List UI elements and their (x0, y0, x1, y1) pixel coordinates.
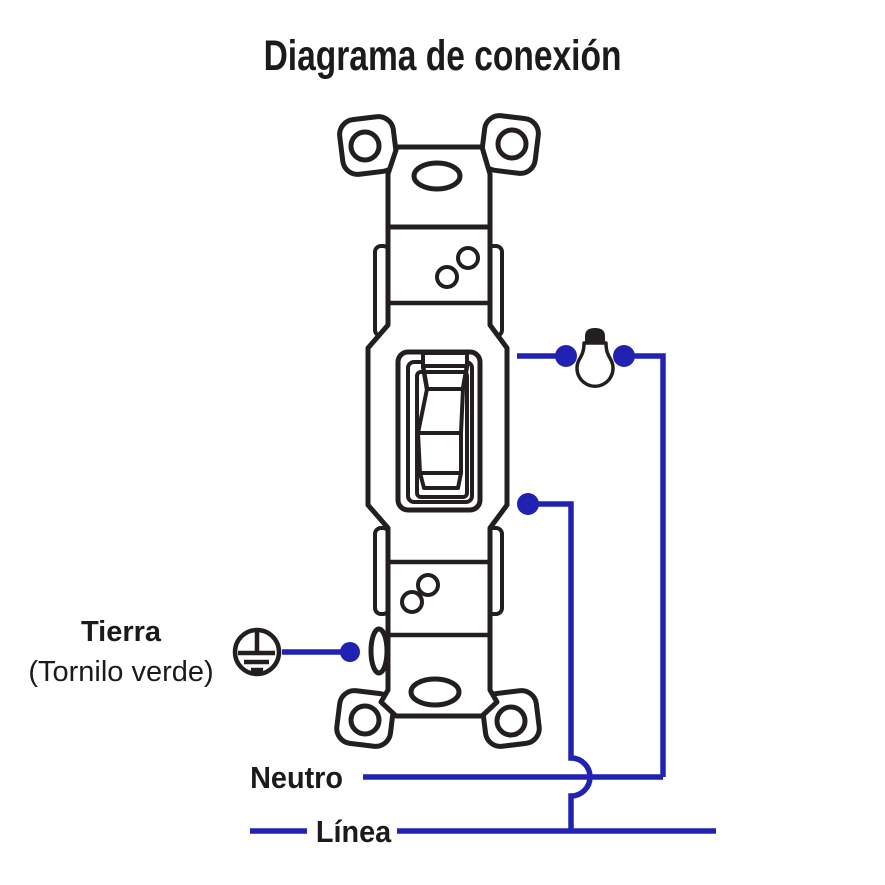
lever-lower-face (416, 431, 463, 475)
terminal-screw-icon (416, 573, 440, 597)
mounting-hole-icon (348, 703, 382, 737)
lever-bottom-cap (418, 471, 463, 490)
top-mounting-bracket (337, 113, 541, 177)
mounting-hole-icon (348, 129, 382, 163)
page-title: Diagrama de conexión (263, 32, 622, 80)
mounting-hole-icon (494, 704, 528, 738)
wire-load-return (624, 353, 666, 777)
lever-edge (420, 365, 430, 390)
connection-dot (340, 642, 360, 662)
lever-upper-face (416, 387, 465, 435)
ground-label-line2: (Tornilo verde) (28, 656, 214, 688)
connection-dot (517, 493, 539, 515)
bracket-slot-top (411, 160, 463, 192)
ground-circle (232, 627, 282, 677)
lever-edge (460, 365, 470, 390)
terminal-screw-icon (435, 265, 459, 289)
terminal-screw-icon (456, 246, 480, 270)
connection-dot (613, 345, 635, 367)
bulb-cap (585, 328, 605, 344)
bracket-slot-bottom (408, 676, 462, 708)
toggle-switch-lever (416, 351, 470, 490)
mounting-hole-icon (495, 127, 529, 161)
switch-illustration (334, 113, 542, 749)
line-label: Línea (315, 814, 392, 849)
terminal-screw-icon (400, 590, 424, 614)
wiring (250, 345, 716, 834)
light-bulb-icon (575, 328, 615, 388)
ground-screw-terminal (368, 626, 390, 676)
lever-top-face (421, 351, 469, 368)
earth-ground-symbol-icon (232, 627, 282, 677)
ground-label: Tierra (Tornilo verde) (11, 612, 231, 692)
wire-line-from-switch (528, 501, 593, 831)
bulb-glass (575, 341, 615, 388)
bottom-mounting-bracket (334, 688, 542, 749)
connection-dot (555, 345, 577, 367)
neutral-label: Neutro (250, 760, 343, 795)
ground-label-line1: Tierra (80, 616, 162, 648)
